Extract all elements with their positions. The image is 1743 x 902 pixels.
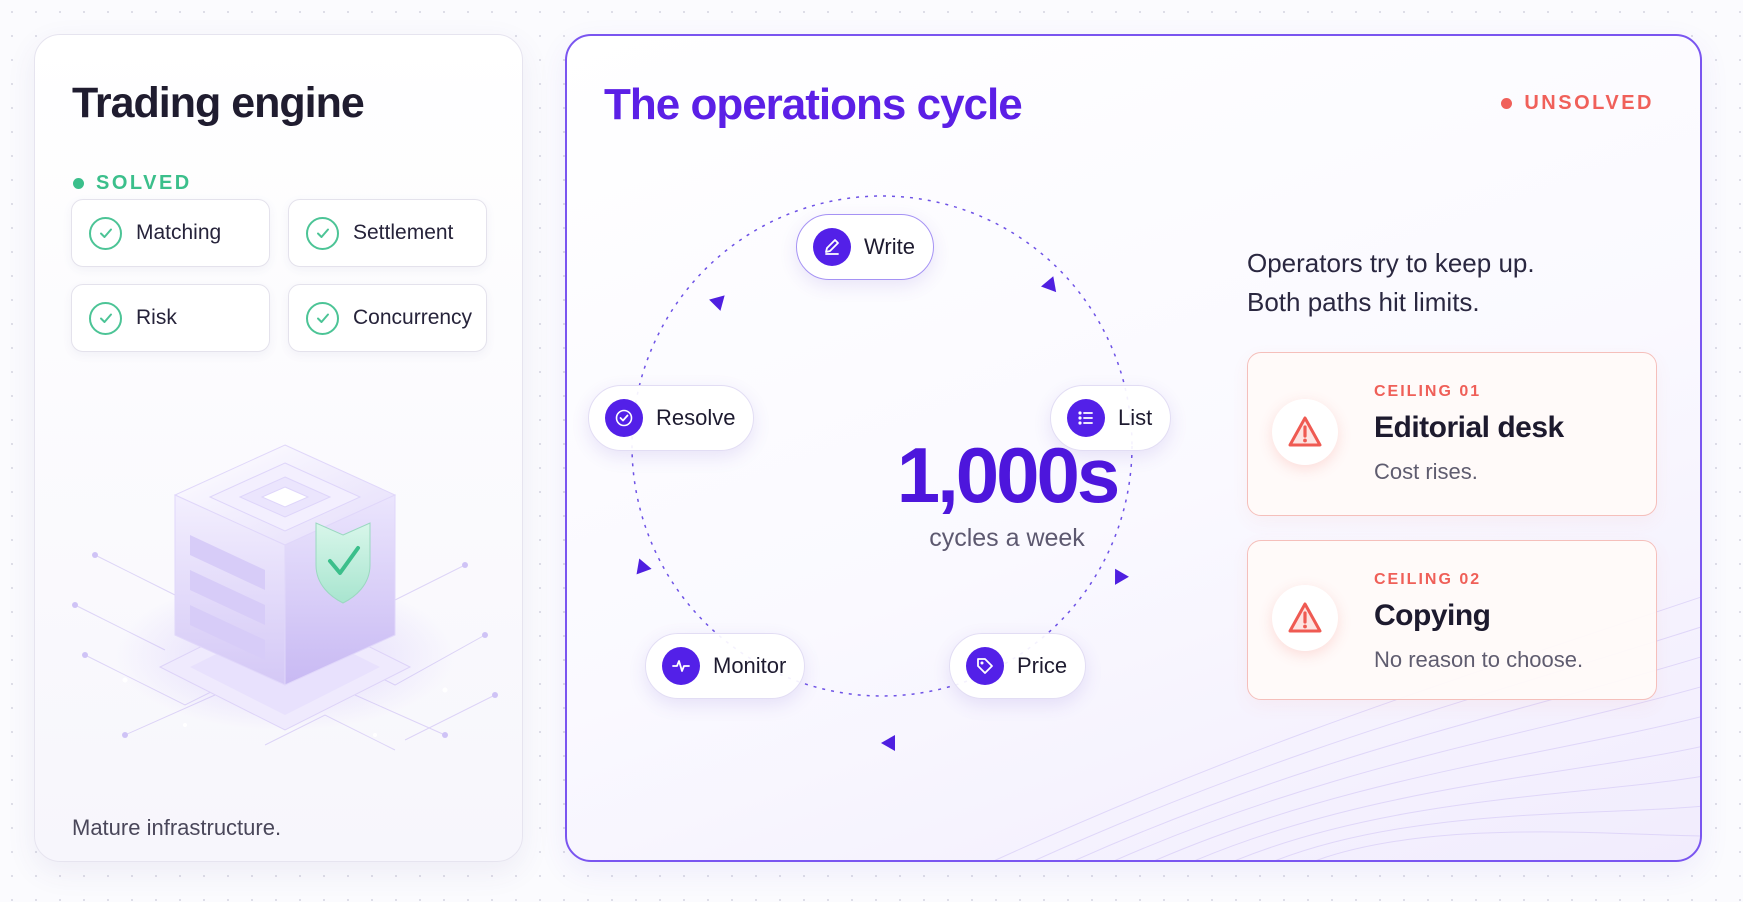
ceiling-title: Copying [1374,599,1491,632]
trading-engine-title: Trading engine [72,79,365,127]
cycle-node-label: Monitor [713,653,787,678]
ceiling-title: Editorial desk [1374,411,1564,444]
unsolved-status-label: UNSOLVED [1524,92,1654,114]
check-circle-icon [306,216,339,250]
ceiling-card-copying: CEILING 02 Copying No reason to choose. [1247,540,1657,700]
cycle-arrow [1041,276,1057,293]
shield-check-icon [315,522,371,604]
unsolved-status-dot [1501,98,1513,109]
cycle-arrow [881,735,895,751]
intro-line-2: Both paths hit limits. [1247,287,1480,317]
tag-icon [966,647,1004,685]
trading-engine-footer: Mature infrastructure. [72,815,282,840]
cycle-node-resolve[interactable]: Resolve [588,385,755,451]
capability-chip-matching: Matching [71,199,270,267]
ceiling-card-editorial-desk: CEILING 01 Editorial desk Cost rises. [1247,352,1657,516]
check-circle-icon [89,301,122,335]
check-circle-icon [89,216,122,250]
capability-chip-risk: Risk [71,284,270,352]
cycle-node-list[interactable]: List [1050,385,1172,451]
cycle-node-write[interactable]: Write [796,214,934,280]
cycle-node-label: List [1118,405,1153,430]
cycle-node-monitor[interactable]: Monitor [645,633,806,699]
pencil-icon [813,228,851,266]
cycle-count-label: cycles a week [929,524,1085,552]
operators-intro-text: Operators try to keep up. Both paths hit… [1247,244,1667,322]
server-shield-illustration [72,444,498,751]
ceiling-tag: CEILING 01 [1374,383,1482,400]
capability-label: Concurrency [353,306,473,329]
capability-chip-concurrency: Concurrency [288,284,487,352]
cycle-count-value: 1,000s [896,431,1121,519]
ceiling-description: No reason to choose. [1374,647,1584,672]
cycle-arrow [709,295,725,311]
solved-status-badge: SOLVED [73,172,192,195]
ceiling-description: Cost rises. [1374,459,1478,484]
trading-engine-card: Trading engine SOLVED Matching Settlemen… [34,34,523,862]
check-circle-icon [306,301,339,335]
list-icon [1067,399,1105,437]
cycle-node-label: Price [1017,653,1068,678]
operations-cycle-card: The operations cycle UNSOLVED Write List… [565,34,1702,862]
solved-status-dot [73,178,84,189]
check-circle-icon [605,399,643,437]
capability-label: Matching [136,221,222,244]
ceiling-tag: CEILING 02 [1374,571,1482,588]
pulse-icon [662,647,700,685]
cycle-arrow [636,558,652,575]
cycle-arrow [1115,568,1129,585]
capability-label: Risk [136,306,177,329]
solved-status-label: SOLVED [96,172,192,194]
background-wave-lines [994,596,1700,860]
intro-line-1: Operators try to keep up. [1247,248,1535,278]
capability-chip-settlement: Settlement [288,199,487,267]
warning-icon [1272,399,1338,465]
operations-cycle-title: The operations cycle [604,80,1023,129]
cycle-node-price[interactable]: Price [949,633,1087,699]
cycle-node-label: Write [864,234,915,259]
warning-icon [1272,585,1338,651]
cycle-node-label: Resolve [656,405,736,430]
solved-capabilities-grid: Matching Settlement Risk Concurrency [71,199,487,352]
unsolved-status-badge: UNSOLVED [1501,92,1654,115]
capability-label: Settlement [353,221,454,244]
